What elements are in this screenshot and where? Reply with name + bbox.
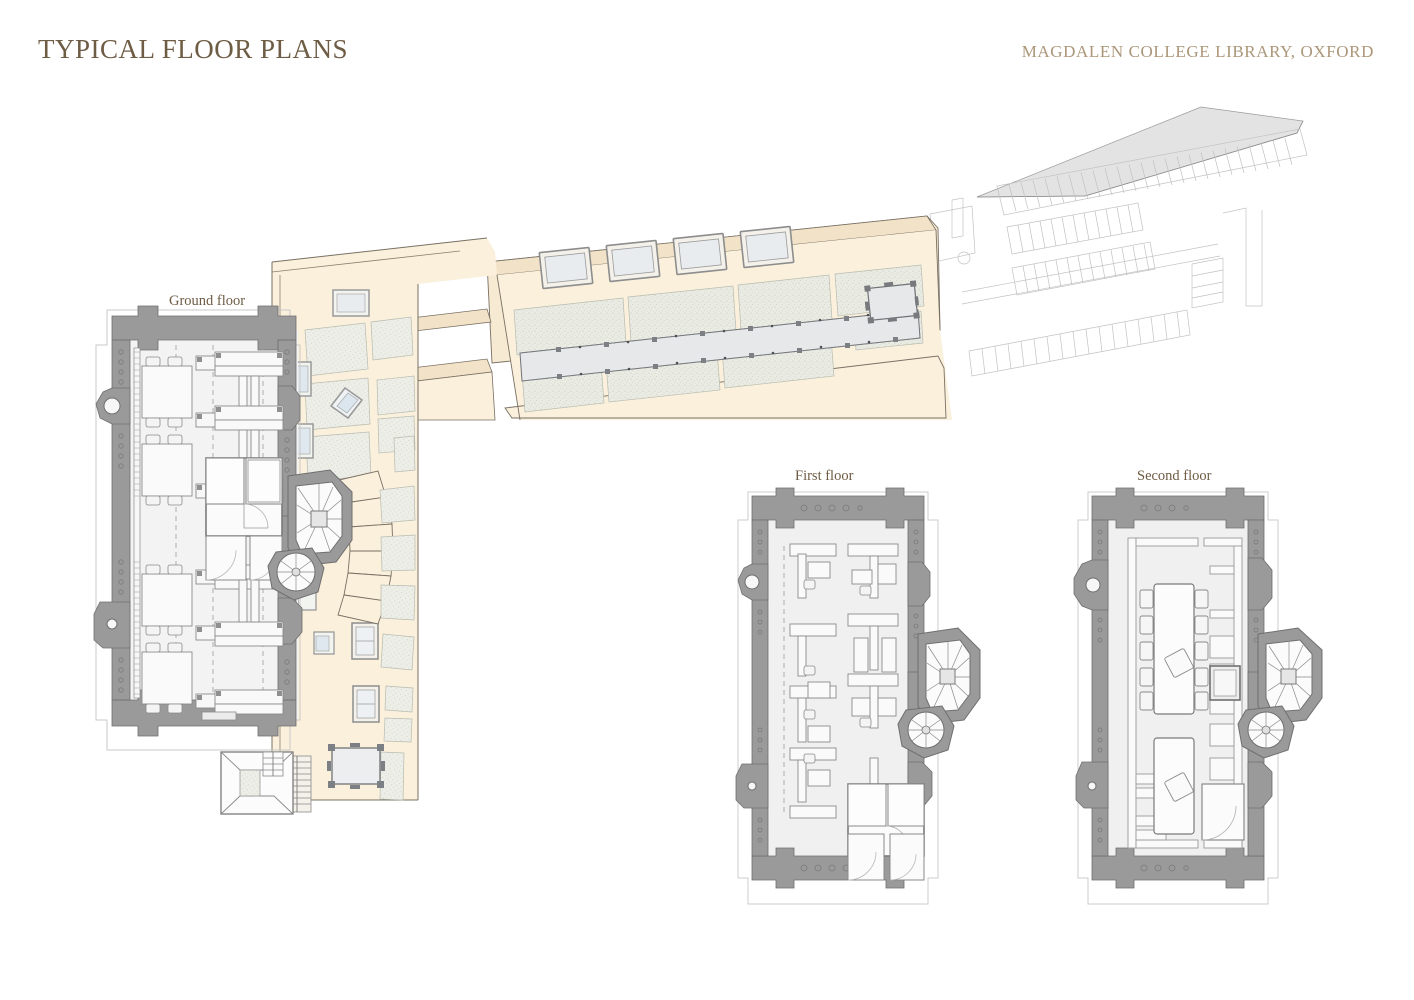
wing-reading-table <box>519 309 921 382</box>
second-floor-plan <box>1073 487 1323 905</box>
context-roof <box>976 106 1304 198</box>
ground-floor-tower <box>93 305 353 815</box>
second-floor-stair-turret <box>1237 627 1323 759</box>
second-floor-armchairs <box>1164 648 1194 802</box>
plan-label-second-floor: Second floor <box>1137 468 1212 484</box>
second-floor-lantern <box>1209 665 1241 701</box>
first-floor-stair-turret <box>897 627 981 759</box>
plan-label-ground-floor: Ground floor <box>169 293 246 309</box>
first-floor-core <box>847 783 925 881</box>
plan-label-first-floor: First floor <box>795 468 854 484</box>
ground-floor-new-wing <box>394 106 1308 421</box>
second-floor-core <box>1201 783 1245 841</box>
wing-rooflight-openings <box>538 225 795 290</box>
context-book-stacks <box>929 128 1308 377</box>
second-floor-meeting-table <box>1139 583 1209 715</box>
tower-south-porch <box>201 711 294 815</box>
wing-cut-returns <box>394 308 496 421</box>
first-floor-plan <box>735 487 981 905</box>
ground-floor-connector <box>271 237 497 813</box>
corridor-south-table <box>327 743 385 789</box>
wing-floor-panels-upper <box>513 264 925 356</box>
sheet-header: TYPICAL FLOOR PLANS MAGDALEN COLLEGE LIB… <box>0 0 1414 100</box>
wing-east-table <box>864 280 920 324</box>
tower-west-bench <box>133 347 193 714</box>
tower-spiral-stair <box>267 469 353 601</box>
tower-core-rooms <box>205 457 283 581</box>
page-title: TYPICAL FLOOR PLANS <box>38 34 349 64</box>
project-name: MAGDALEN COLLEGE LIBRARY, OXFORD <box>1021 42 1374 61</box>
